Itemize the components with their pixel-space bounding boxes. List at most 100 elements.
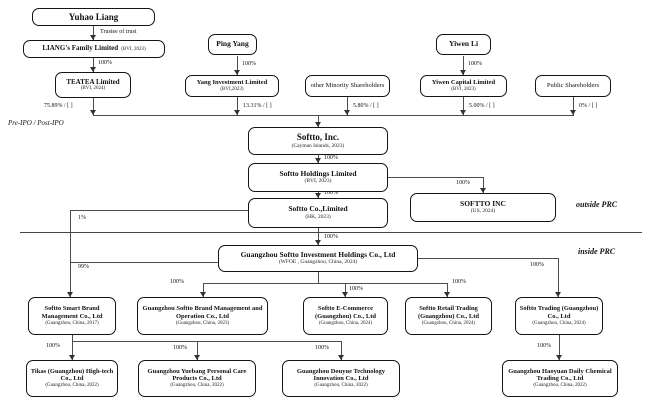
- node-title: Yuhao Liang: [68, 11, 119, 22]
- edge-label-100: 100%: [530, 262, 544, 268]
- node-other-minority-shareholders: other Minority Shareholders: [305, 75, 390, 97]
- arrowhead: [460, 110, 466, 115]
- node-title: other Minority Shareholders: [310, 82, 385, 90]
- arrowhead: [315, 122, 321, 127]
- node-subtitle: (BVI, 2023): [121, 47, 146, 53]
- node-title: Softto Co.,Limited: [288, 204, 348, 214]
- connector-line: [93, 115, 574, 116]
- connector-line: [93, 26, 94, 40]
- node-subtitle: (Cayman Islands, 2023): [291, 142, 345, 149]
- node-title: Softto E-Commerce (Guangzhou) Co., Ltd: [314, 305, 377, 320]
- arrowhead: [234, 70, 240, 75]
- node-title: Guangzhou Softto Investment Holdings Co.…: [240, 249, 396, 259]
- node-title: Yang Investment Limited: [196, 79, 268, 87]
- node-guangzhou-softto-investment-holdings: Guangzhou Softto Investment Holdings Co.…: [218, 245, 418, 272]
- connector-line: [558, 258, 559, 297]
- connector-line: [463, 56, 464, 75]
- arrowhead: [90, 110, 96, 115]
- node-guangzhou-haoyuan-daily-chemical: Guangzhou Haoyuan Daily Chemical Trading…: [502, 360, 618, 397]
- node-title: Guangzhou Softto Brand Management and Op…: [142, 305, 263, 320]
- arrowhead: [342, 292, 348, 297]
- edge-label-teatea: 75.89% / [ ]: [44, 103, 73, 109]
- node-ping-yang: Ping Yang: [208, 34, 257, 55]
- node-yiwen-capital-limited: Yiwen Capital Limited (BVI, 2023): [420, 75, 507, 97]
- edge-label-100: 100%: [456, 180, 470, 186]
- node-title: Guangzhou Yuebang Personal Care Products…: [147, 367, 247, 383]
- node-guangzhou-yuebang-personal-care: Guangzhou Yuebang Personal Care Products…: [138, 360, 256, 397]
- edge-label-trustee: Trustee of trust: [100, 29, 137, 35]
- node-subtitle: (Guangzhou, China, 2024): [318, 320, 373, 326]
- connector-line: [559, 335, 560, 360]
- connector-line: [483, 177, 484, 193]
- edge-label-100: 100%: [468, 61, 482, 67]
- node-softto-retail-trading: Softto Retail Trading (Guangzhou) Co., L…: [405, 297, 492, 335]
- arrowhead: [338, 355, 344, 360]
- edge-label-100: 100%: [173, 345, 187, 351]
- arrowhead: [200, 292, 206, 297]
- node-subtitle: (Guangzhou, China, 2024): [421, 320, 476, 326]
- node-guangzhou-douyue-technology: Guangzhou Douyue Technology Innovation C…: [282, 360, 400, 397]
- edge-label-100: 100%: [242, 61, 256, 67]
- node-softto-co-limited: Softto Co.,Limited (HK, 2023): [248, 198, 388, 228]
- node-title: Softto Retail Trading (Guangzhou) Co., L…: [417, 305, 480, 320]
- edge-label-1pct: 1%: [78, 215, 86, 221]
- arrowhead: [555, 292, 561, 297]
- edge-label-100: 100%: [324, 234, 338, 240]
- node-subtitle: (US, 2024): [470, 208, 496, 215]
- edge-label-99pct: 99%: [78, 264, 89, 270]
- node-subtitle: (Guangzhou, China, 2022): [45, 383, 99, 389]
- node-title: LIANG's Family Limited: [42, 44, 119, 53]
- edge-label-yang: 13.31% / [ ]: [243, 103, 272, 109]
- connector-line: [93, 98, 94, 115]
- node-yang-investment-limited: Yang Investment Limited (BVI,2023): [185, 75, 279, 97]
- arrowhead: [90, 35, 96, 40]
- node-subtitle: (BVI, 2024): [80, 86, 106, 91]
- label-inside-prc: inside PRC: [578, 247, 616, 256]
- connector-line: [203, 283, 447, 284]
- node-softto-e-commerce: Softto E-Commerce (Guangzhou) Co., Ltd (…: [303, 297, 388, 335]
- arrowhead: [460, 70, 466, 75]
- label-outside-prc: outside PRC: [576, 200, 618, 209]
- node-subtitle: (BVI, 2023): [451, 86, 476, 92]
- arrowhead: [315, 158, 321, 163]
- arrowhead: [480, 188, 486, 193]
- node-title: Yiwen Li: [448, 39, 479, 49]
- arrowhead: [444, 292, 450, 297]
- arrowhead: [90, 67, 96, 72]
- edge-label-minority: 5.80% / [ ]: [353, 103, 379, 109]
- node-guangzhou-softto-brand-management: Guangzhou Softto Brand Management and Op…: [137, 297, 268, 335]
- connector-line: [347, 97, 348, 115]
- node-subtitle: (Guangzhou, China, 2023): [175, 320, 230, 326]
- node-liangs-family-limited: LIANG's Family Limited (BVI, 2023): [23, 40, 165, 58]
- arrowhead: [556, 355, 562, 360]
- node-title: SOFTTO INC: [460, 198, 506, 208]
- node-subtitle: (Guangzhou, China, 2022): [170, 383, 224, 389]
- connector-line: [341, 341, 342, 360]
- connector-line: [237, 97, 238, 115]
- connector-line: [197, 341, 198, 360]
- node-subtitle: (Guangzhou, China, 2017): [45, 320, 99, 326]
- edge-label-100: 100%: [170, 279, 184, 285]
- node-softto-trading: Softto Trading (Guangzhou) Co., Ltd (Gua…: [515, 297, 603, 335]
- arrowhead: [570, 110, 576, 115]
- connector-line: [447, 283, 448, 297]
- connector-line: [318, 115, 319, 127]
- node-tikas-high-tech: Tikas (Guangzhou) High-tech Co., Ltd (Gu…: [26, 360, 118, 397]
- edge-label-100: 100%: [452, 279, 466, 285]
- node-title: Public Shareholders: [546, 82, 600, 90]
- node-subtitle: (Guangzhou, China, 2022): [314, 383, 368, 389]
- node-title: Softto Holdings Limited: [279, 168, 357, 178]
- edge-label-100: 100%: [315, 345, 329, 351]
- node-softto-holdings-limited: Softto Holdings Limited (BVI, 2023): [248, 163, 388, 192]
- connector-line: [70, 210, 71, 297]
- connector-line: [318, 228, 319, 245]
- connector-line: [573, 97, 574, 115]
- edge-label-public: 0% / [ ]: [579, 103, 598, 109]
- connector-line: [72, 341, 341, 342]
- node-subtitle: (Guangzhou, China, 2024): [532, 320, 586, 326]
- arrowhead: [315, 240, 321, 245]
- node-softto-smart-brand-management: Softto Smart Brand Management Co., Ltd (…: [28, 297, 116, 335]
- edge-label-100: 100%: [324, 190, 338, 196]
- connector-line: [345, 283, 346, 297]
